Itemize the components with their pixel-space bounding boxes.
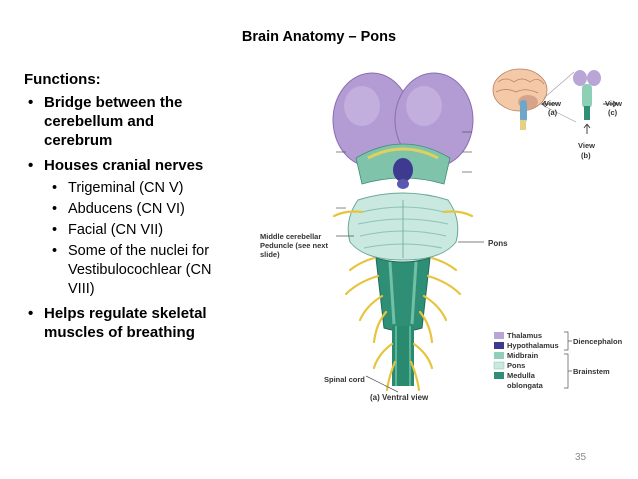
sub-bullet-line: Trigeminal (CN V): [68, 180, 184, 196]
bullet-cranial-nerves: • Houses cranial nerves: [24, 156, 264, 175]
label-spinal-cord: Spinal cord: [324, 375, 365, 384]
sub-bullet-line: Facial (CN VII): [68, 222, 164, 238]
bullet-line: Houses cranial nerves: [44, 157, 204, 174]
sub-bullet-abducens: • Abducens (CN VI): [24, 200, 264, 219]
legend-swatch-midbrain: [494, 352, 504, 359]
slide-title: Brain Anatomy – Pons: [241, 29, 397, 45]
legend-group-diencephalon: Diencephalon: [573, 337, 623, 346]
legend-label-medulla: Medulla: [507, 371, 536, 380]
inset-brain-diagram: View (a) View (c) View (b): [492, 68, 622, 160]
bullet-dot: •: [28, 157, 34, 174]
label-middle-peduncle-1: Middle cerebellar: [260, 232, 321, 241]
legend-label-midbrain: Midbrain: [507, 351, 539, 360]
sub-bullet-line: Some of the nuclei for: [68, 243, 210, 259]
bullet-line: cerebrum: [44, 132, 113, 149]
view-c-label: View: [605, 99, 622, 108]
sub-bullet-vestibulocochlear: • Some of the nuclei for Vestibulocochle…: [24, 242, 264, 299]
legend-label-thalamus: Thalamus: [507, 331, 542, 340]
label-middle-peduncle-2: Peduncle (see next: [260, 241, 328, 250]
legend-group-brainstem: Brainstem: [573, 367, 610, 376]
legend-swatch-pons: [493, 361, 505, 370]
view-b-letter: (b): [581, 151, 591, 160]
bullet-bridge: • Bridge between the cerebellum and cere…: [24, 93, 264, 150]
bullet-breathing: • Helps regulate skeletal muscles of bre…: [24, 304, 264, 342]
sub-bullet-trigeminal: • Trigeminal (CN V): [24, 179, 264, 198]
legend-label-pons: Pons: [507, 361, 525, 370]
legend-swatch-hypothalamus: [494, 342, 504, 349]
label-middle-peduncle-3: slide): [260, 250, 280, 259]
functions-heading: Functions:: [24, 71, 101, 88]
bullet-dot: •: [28, 94, 34, 111]
function-list: Functions: • Bridge between the cerebell…: [24, 70, 264, 348]
bullet-line: Bridge between the: [44, 94, 183, 111]
legend-swatch-medulla: [494, 372, 504, 379]
sub-bullet-line: Abducens (CN VI): [68, 201, 185, 217]
label-pons: Pons: [488, 239, 508, 248]
legend-swatch-thalamus: [494, 332, 504, 339]
sub-bullet-facial: • Facial (CN VII): [24, 221, 264, 240]
sub-bullet-line: VIII): [68, 281, 95, 297]
bullet-dot: •: [28, 305, 34, 322]
brainstem-figure: View (a) View (c) View (b): [260, 68, 623, 402]
sub-bullet-line: Vestibulocochlear (CN: [68, 262, 212, 278]
view-b-label: View: [578, 141, 595, 150]
brain-region-legend: Thalamus Hypothalamus Midbrain Pons Medu…: [493, 331, 623, 390]
legend-label-oblongata: oblongata: [507, 381, 544, 390]
sub-bullet-dot: •: [52, 180, 58, 196]
view-c-letter: (c): [608, 108, 618, 117]
brainstem-ventral-view: [332, 72, 484, 393]
bullet-line: cerebellum and: [44, 113, 155, 130]
sub-bullet-dot: •: [52, 201, 58, 217]
page-number: 35: [575, 452, 587, 463]
legend-label-hypothalamus: Hypothalamus: [507, 341, 559, 350]
sub-bullet-dot: •: [52, 243, 58, 259]
label-ventral-view: (a) Ventral view: [370, 393, 429, 402]
bullet-line: muscles of breathing: [44, 324, 195, 341]
view-a-letter: (a): [548, 108, 558, 117]
bullet-line: Helps regulate skeletal: [44, 305, 207, 322]
view-a-label: View: [544, 99, 561, 108]
sub-bullet-dot: •: [52, 222, 58, 238]
